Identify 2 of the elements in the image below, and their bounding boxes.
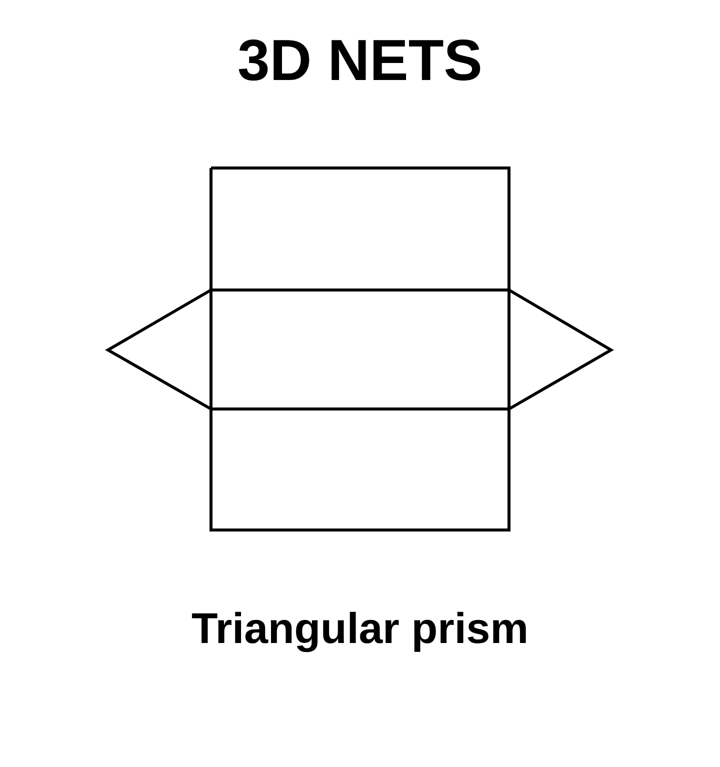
caption: Triangular prism	[192, 604, 528, 655]
title: 3D NETS	[238, 27, 482, 95]
